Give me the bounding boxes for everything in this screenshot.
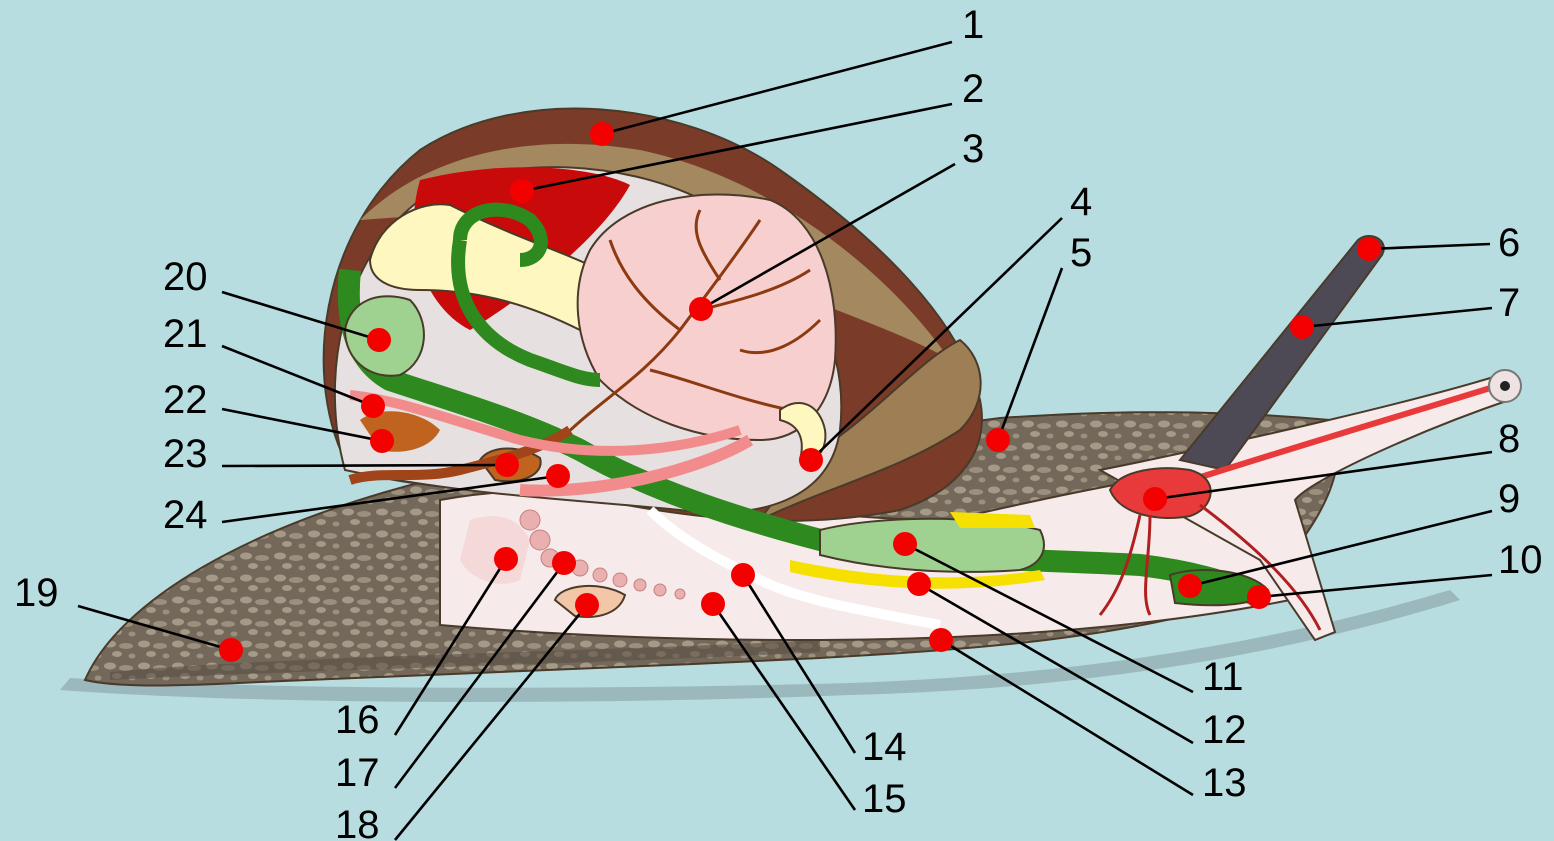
marker-2 [510,179,534,203]
label-16: 16 [335,698,380,742]
leader-23 [222,465,507,466]
marker-15 [701,592,725,616]
label-2: 2 [962,67,984,111]
label-14: 14 [862,725,907,769]
label-11: 11 [1202,655,1244,699]
marker-23 [495,453,519,477]
label-17: 17 [335,751,380,795]
marker-21 [361,394,385,418]
label-12: 12 [1202,708,1247,752]
marker-14 [731,563,755,587]
marker-19 [219,638,243,662]
label-23: 23 [163,432,208,476]
marker-3 [689,297,713,321]
marker-10 [1247,585,1271,609]
label-7: 7 [1498,281,1520,325]
leader-1 [602,42,952,134]
tentacle-eyespot-lower [1500,381,1510,391]
marker-12 [907,572,931,596]
label-18: 18 [335,803,380,841]
label-22: 22 [163,378,208,422]
label-21: 21 [163,312,208,356]
marker-11 [893,532,917,556]
marker-6 [1357,237,1381,261]
marker-9 [1178,574,1202,598]
label-3: 3 [962,127,984,171]
marker-18 [575,593,599,617]
label-9: 9 [1498,477,1520,521]
marker-1 [590,122,614,146]
label-10: 10 [1498,538,1543,582]
leader-6 [1369,244,1490,249]
marker-13 [929,628,953,652]
marker-16 [494,547,518,571]
marker-7 [1290,315,1314,339]
label-4: 4 [1070,180,1092,224]
label-8: 8 [1498,417,1520,461]
marker-20 [367,328,391,352]
marker-22 [370,429,394,453]
marker-4 [799,448,823,472]
label-19: 19 [14,571,59,615]
label-5: 5 [1070,231,1092,275]
label-6: 6 [1498,221,1520,265]
snail-illustration [60,109,1521,702]
marker-5 [986,428,1010,452]
marker-8 [1143,487,1167,511]
label-15: 15 [862,777,907,821]
label-24: 24 [163,493,208,537]
marker-17 [552,551,576,575]
label-1: 1 [962,3,984,47]
label-20: 20 [163,255,208,299]
marker-24 [546,464,570,488]
label-13: 13 [1202,761,1247,805]
